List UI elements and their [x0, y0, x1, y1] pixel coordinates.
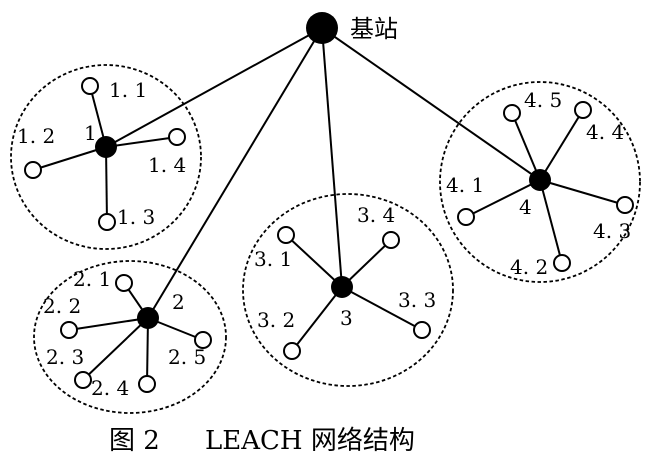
member-label: 3. 1	[254, 247, 292, 271]
link-ch3-3-1	[285, 234, 343, 288]
member-node	[24, 161, 42, 179]
member-label: 3. 2	[257, 308, 295, 332]
member-label: 4. 1	[446, 173, 484, 197]
figure-caption-number: 图 2	[109, 426, 160, 456]
link-ch4-4-3	[539, 179, 626, 206]
member-node	[138, 375, 156, 393]
member-node	[457, 208, 475, 226]
member-node	[98, 213, 116, 231]
cluster-head-1-label: 1	[84, 121, 97, 145]
cluster-head-1	[95, 136, 117, 158]
link-bs-ch4	[321, 27, 541, 181]
base-station-label: 基站	[350, 15, 398, 43]
member-label: 4. 3	[593, 219, 631, 243]
member-label: 2. 1	[73, 267, 111, 291]
cluster-head-2	[137, 307, 159, 329]
member-node	[60, 321, 78, 339]
link-bs-ch2	[147, 27, 323, 319]
member-node	[74, 371, 92, 389]
link-bs-ch1	[105, 27, 323, 148]
member-label: 1. 2	[17, 124, 55, 148]
link-ch2-2-3	[82, 317, 149, 381]
member-node	[283, 342, 301, 360]
member-label: 2. 4	[91, 376, 129, 400]
member-node	[168, 128, 186, 146]
member-label: 4. 4	[586, 120, 624, 144]
link-bs-ch3	[321, 27, 343, 288]
member-node	[413, 321, 431, 339]
member-label: 3. 3	[398, 288, 436, 312]
link-ch2-2-2	[68, 317, 149, 331]
link-ch2-2-4	[146, 317, 149, 385]
link-ch3-3-2	[291, 286, 343, 352]
member-label: 1. 3	[117, 205, 155, 229]
link-ch1-1-3	[105, 146, 108, 223]
member-label: 4. 5	[524, 88, 562, 112]
cluster-3-boundary	[242, 193, 454, 387]
member-node	[81, 77, 99, 95]
cluster-4-boundary	[439, 81, 641, 283]
cluster-head-2-label: 2	[172, 290, 185, 314]
cluster-head-4-label: 4	[519, 195, 532, 219]
member-node	[616, 196, 634, 214]
member-node	[277, 226, 295, 244]
cluster-1-boundary	[10, 64, 202, 250]
link-ch4-4-2	[539, 179, 563, 264]
link-ch1-1-2	[32, 146, 107, 171]
cluster-head-4	[529, 169, 551, 191]
link-ch4-4-5	[511, 112, 541, 181]
cluster-2-boundary	[33, 260, 227, 414]
member-node	[382, 231, 400, 249]
member-label: 4. 2	[510, 255, 548, 279]
member-label: 3. 4	[357, 203, 395, 227]
link-ch4-4-1	[465, 179, 541, 218]
figure-caption-title: LEACH 网络结构	[205, 426, 415, 456]
member-label: 1. 1	[109, 78, 147, 102]
link-ch3-3-4	[341, 239, 392, 288]
member-label: 1. 4	[148, 153, 186, 177]
member-node	[115, 274, 133, 292]
member-node	[574, 101, 592, 119]
member-node	[194, 331, 212, 349]
member-label: 2. 5	[168, 345, 206, 369]
link-ch3-3-3	[341, 286, 423, 331]
member-label: 2. 3	[46, 345, 84, 369]
member-node	[553, 254, 571, 272]
cluster-head-3	[331, 276, 353, 298]
link-ch1-1-4	[105, 136, 178, 148]
member-label: 2. 2	[43, 294, 81, 318]
cluster-head-3-label: 3	[340, 306, 353, 330]
base-station-node	[306, 12, 338, 44]
member-node	[503, 104, 521, 122]
link-ch4-4-4	[539, 109, 584, 181]
